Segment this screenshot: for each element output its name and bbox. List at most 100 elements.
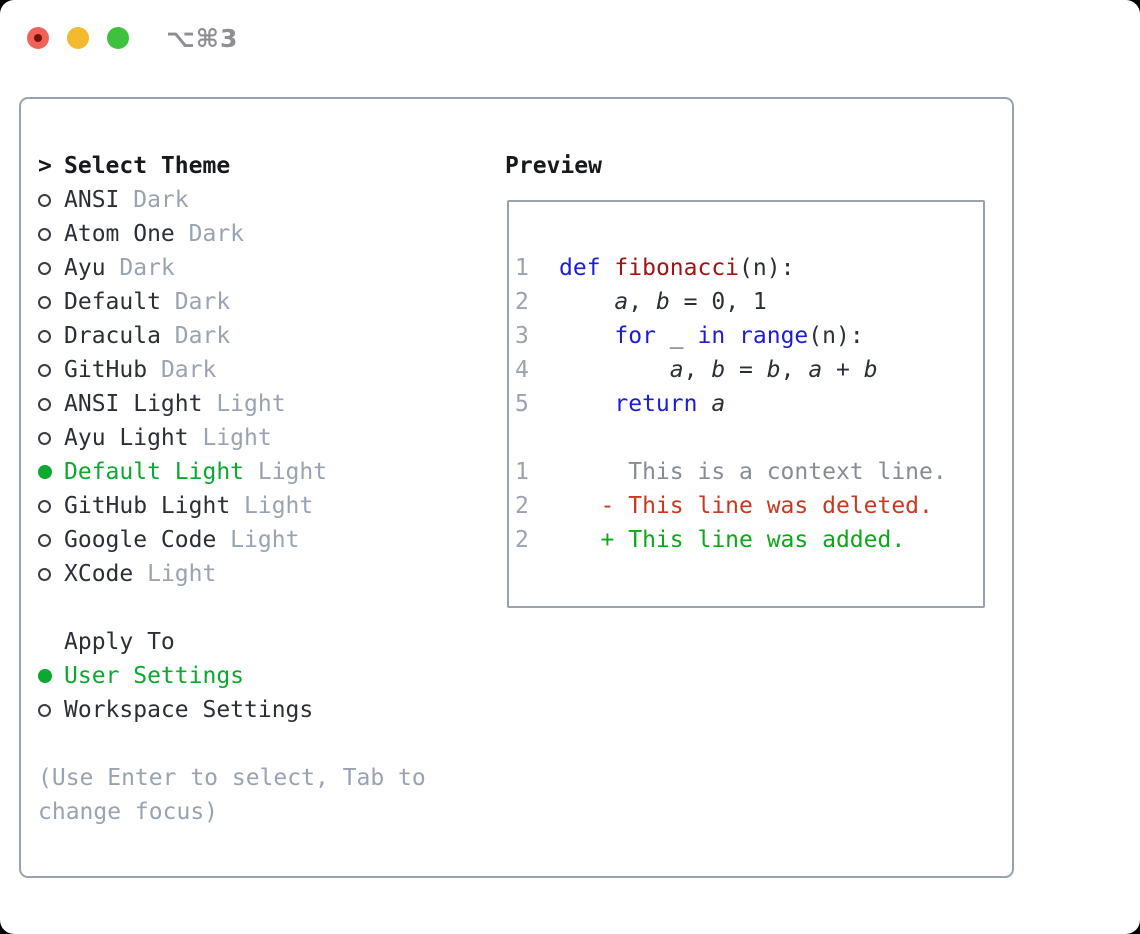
radio-marker: [38, 193, 64, 207]
radio-marker: [38, 669, 64, 683]
theme-variant: Light: [188, 425, 272, 451]
theme-option[interactable]: Dracula Dark: [38, 319, 488, 353]
theme-option[interactable]: Default Dark: [38, 285, 488, 319]
titlebar: ⌥⌘3: [0, 0, 1140, 76]
radio-selected-icon: [38, 465, 52, 479]
token-pl: [697, 391, 711, 417]
window-title: ⌥⌘3: [166, 24, 239, 53]
theme-name: Atom One: [64, 221, 175, 247]
radio-marker: [38, 295, 64, 309]
token-kw: for: [614, 323, 656, 349]
apply-option-label: Workspace Settings: [64, 697, 314, 723]
preview-title: Preview: [505, 153, 602, 179]
theme-variant: Light: [133, 561, 217, 587]
token-fn: fibonacci: [614, 255, 740, 281]
diff-line-added: 2 + This line was added.: [509, 523, 983, 557]
radio-marker: [38, 363, 64, 377]
token-pl: ,: [780, 357, 809, 383]
theme-option[interactable]: GitHub Dark: [38, 353, 488, 387]
token-pl: (n):: [808, 323, 864, 349]
theme-option[interactable]: Google Code Light: [38, 523, 488, 557]
radio-marker: [38, 431, 64, 445]
apply-to-header: Apply To: [38, 625, 488, 659]
theme-variant: Dark: [174, 221, 245, 247]
diff-content: - This line was deleted.: [559, 493, 933, 519]
radio-unselected-icon: [38, 397, 51, 411]
theme-variant: Light: [244, 459, 328, 485]
radio-marker: [38, 703, 64, 717]
diff-content: + This line was added.: [559, 527, 906, 553]
token-pl: [559, 289, 614, 315]
close-button[interactable]: [27, 27, 49, 49]
select-theme-header: > Select Theme: [38, 149, 488, 183]
diff-preview: 1 This is a context line.2 - This line w…: [509, 455, 983, 557]
token-pl: [559, 391, 614, 417]
theme-name: Default: [64, 289, 161, 315]
token-pl: _: [655, 323, 698, 349]
token-pl: ,: [683, 357, 712, 383]
token-pl: ,: [628, 289, 656, 315]
apply-option[interactable]: User Settings: [38, 659, 488, 693]
select-theme-title: Select Theme: [64, 153, 231, 179]
theme-name: GitHub Light: [64, 493, 231, 519]
spacer: [38, 591, 488, 625]
zoom-button[interactable]: [107, 27, 129, 49]
token-var: a: [614, 289, 629, 315]
theme-variant: Dark: [160, 323, 231, 349]
theme-option[interactable]: Ayu Light Light: [38, 421, 488, 455]
code-line: 5 return a: [509, 387, 983, 421]
theme-name: GitHub: [64, 357, 148, 383]
theme-name: Default Light: [64, 459, 245, 485]
radio-marker: [38, 227, 64, 241]
token-var: b: [711, 357, 726, 383]
token-kw: range: [739, 323, 809, 349]
radio-marker: [38, 397, 64, 411]
token-var: b: [655, 289, 670, 315]
radio-marker: [38, 329, 64, 343]
spacer: [38, 727, 488, 761]
token-pl: [559, 323, 614, 349]
diff-content: This is a context line.: [559, 459, 947, 485]
theme-option[interactable]: Atom One Dark: [38, 217, 488, 251]
radio-unselected-icon: [38, 193, 51, 207]
line-number: 2: [515, 493, 529, 519]
radio-marker: [38, 567, 64, 581]
traffic-lights: [27, 27, 129, 49]
token-var: a: [808, 357, 823, 383]
code-line: 4 a, b = b, a + b: [509, 353, 983, 387]
token-var: b: [766, 357, 781, 383]
theme-option[interactable]: GitHub Light Light: [38, 489, 488, 523]
radio-marker: [38, 465, 64, 479]
token-kw: return: [614, 391, 698, 417]
theme-option[interactable]: Default Light Light: [38, 455, 488, 489]
apply-option[interactable]: Workspace Settings: [38, 693, 488, 727]
token-kw: in: [697, 323, 726, 349]
code-content: for _ in range(n):: [559, 323, 864, 349]
theme-name: ANSI: [64, 187, 120, 213]
theme-option[interactable]: ANSI Light Light: [38, 387, 488, 421]
radio-selected-icon: [38, 669, 52, 683]
code-content: def fibonacci(n):: [559, 255, 794, 281]
radio-unselected-icon: [38, 431, 51, 445]
diff-line-deleted: 2 - This line was deleted.: [509, 489, 983, 523]
line-number: 5: [515, 391, 529, 417]
minimize-button[interactable]: [67, 27, 89, 49]
focus-chevron-icon: >: [38, 153, 52, 179]
theme-option[interactable]: Ayu Dark: [38, 251, 488, 285]
token-pl: =: [725, 357, 767, 383]
theme-name: ANSI Light: [64, 391, 203, 417]
theme-name: Ayu: [64, 255, 106, 281]
diff-line-context: 1 This is a context line.: [509, 455, 983, 489]
radio-unselected-icon: [38, 703, 51, 717]
theme-option[interactable]: ANSI Dark: [38, 183, 488, 217]
theme-option[interactable]: XCode Light: [38, 557, 488, 591]
help-line-1: (Use Enter to select, Tab to: [38, 765, 426, 791]
line-number: 3: [515, 323, 529, 349]
theme-variant: Dark: [160, 289, 231, 315]
help-line-2: change focus): [38, 799, 219, 825]
